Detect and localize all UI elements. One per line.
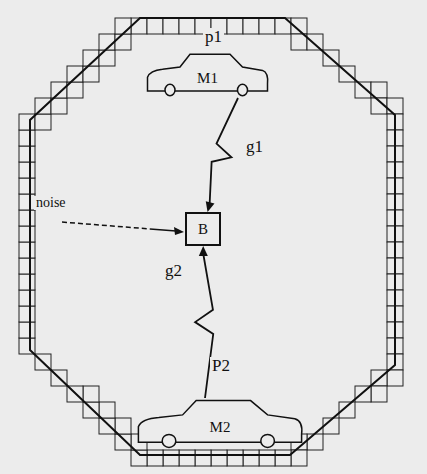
grid-square — [19, 210, 35, 226]
power-label: P2 — [210, 357, 232, 374]
grid-square — [19, 178, 35, 194]
grid-square — [35, 114, 51, 130]
grid-square — [227, 18, 243, 34]
grid-square — [243, 18, 259, 34]
grid-square — [259, 18, 275, 34]
gain-label: g1 — [244, 138, 265, 155]
grid-square — [99, 402, 115, 418]
grid-square — [19, 226, 35, 242]
grid-square — [51, 98, 67, 114]
mobile-label: M1 — [197, 70, 218, 87]
noise-arrow — [150, 229, 176, 231]
grid-square — [179, 450, 195, 466]
grid-square — [147, 450, 163, 466]
grid-square — [371, 386, 387, 402]
grid-square — [179, 18, 195, 34]
grid-square — [307, 34, 323, 50]
grid-square — [99, 418, 115, 434]
grid-square — [195, 450, 211, 466]
grid-square — [19, 274, 35, 290]
grid-square — [19, 146, 35, 162]
grid-square — [19, 130, 35, 146]
grid-square — [115, 418, 131, 434]
noise-line — [62, 222, 150, 229]
radio-link — [195, 246, 213, 398]
car-shape: M1 — [145, 52, 270, 98]
car-shape: M2 — [135, 398, 305, 450]
grid-square — [115, 34, 131, 50]
grid-square — [19, 306, 35, 322]
grid-square — [163, 450, 179, 466]
grid-square — [19, 242, 35, 258]
grid-square — [19, 194, 35, 210]
grid-square — [163, 18, 179, 34]
grid-square — [19, 322, 35, 338]
grid-square — [387, 98, 403, 114]
grid-square — [387, 370, 403, 386]
grid-square — [307, 434, 323, 450]
grid-square — [115, 434, 131, 450]
grid-square — [355, 82, 371, 98]
power-label: p1 — [203, 28, 224, 45]
grid-square — [147, 18, 163, 34]
grid-square — [243, 450, 259, 466]
grid-square — [227, 450, 243, 466]
station-label: B — [198, 221, 208, 238]
noise-arrowhead — [174, 227, 184, 235]
grid-square — [211, 450, 227, 466]
base-station-box: B — [185, 212, 221, 246]
grid-square — [275, 450, 291, 466]
grid-square — [99, 50, 115, 66]
grid-square — [19, 290, 35, 306]
grid-square — [115, 18, 131, 34]
hexagon-cell — [30, 18, 395, 455]
grid-square — [35, 98, 51, 114]
grid-square — [131, 18, 147, 34]
grid-square — [259, 450, 275, 466]
grid-square — [19, 258, 35, 274]
mobile-label: M2 — [210, 419, 231, 436]
grid-square — [19, 162, 35, 178]
grid-square — [51, 82, 67, 98]
noise-label: noise — [34, 196, 68, 210]
grid-square — [131, 450, 147, 466]
gain-label: g2 — [163, 262, 184, 279]
grid-square — [83, 402, 99, 418]
radio-link — [206, 98, 238, 212]
grid-square — [83, 386, 99, 402]
